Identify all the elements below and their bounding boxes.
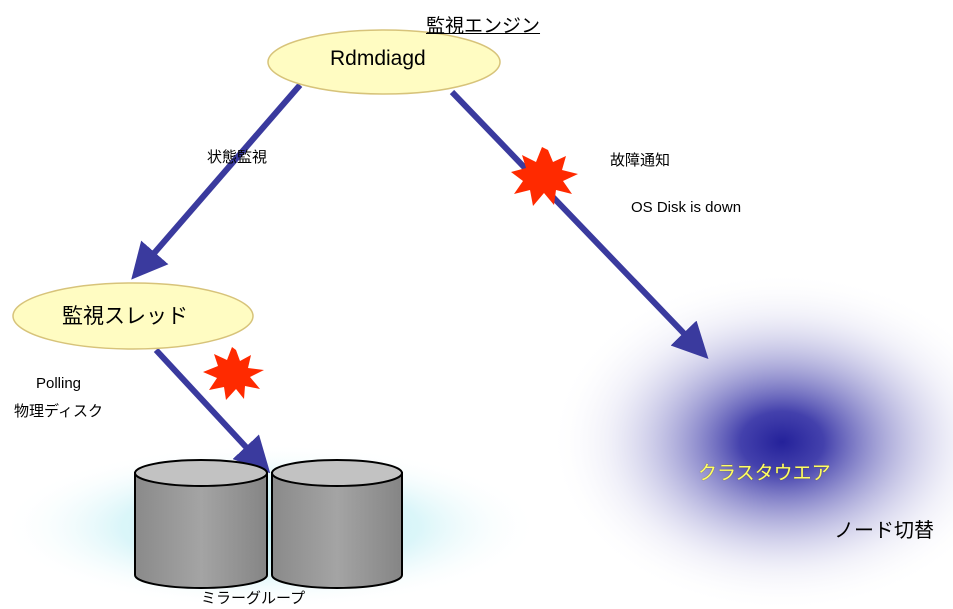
state-monitor-arrow xyxy=(131,83,303,280)
monitor-thread-label: 監視スレッド xyxy=(62,304,188,328)
physical-disk-label: 物理ディスク xyxy=(14,402,103,420)
polling-arrow xyxy=(153,347,271,474)
polling-label: Polling xyxy=(36,375,82,392)
cluster-glow xyxy=(550,272,953,609)
disk-icon xyxy=(134,459,268,589)
monitor-thread-ellipse xyxy=(12,282,254,350)
polling-burst-icon xyxy=(203,347,264,400)
daemon-ellipse xyxy=(267,29,501,95)
mirror-group-label: ミラーグループ xyxy=(201,589,306,607)
failure-notification-label: 故障通知 xyxy=(610,151,671,169)
node-switchover-label: ノード切替 xyxy=(834,518,934,542)
cluster-software-label: クラスタウエア xyxy=(698,462,831,484)
disk-glow xyxy=(0,444,540,609)
notification-message: OS Disk is down xyxy=(631,199,742,216)
state-monitoring-label: 状態監視 xyxy=(207,148,268,166)
failure-notification-arrow xyxy=(449,89,709,359)
failure-burst-icon xyxy=(511,147,578,206)
daemon-label: Rdmdiagd xyxy=(330,47,426,70)
disk-icon xyxy=(271,459,403,589)
engine-title: 監視エンジン xyxy=(426,15,541,37)
